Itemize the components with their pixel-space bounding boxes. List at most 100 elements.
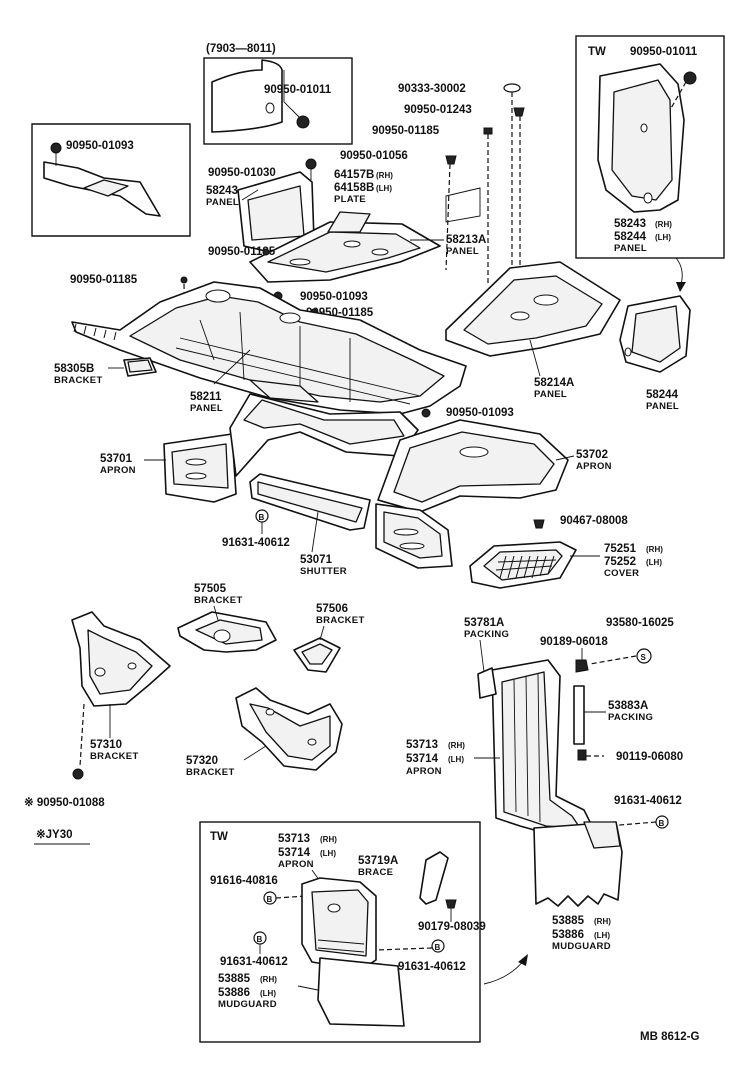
svg-text:B: B (257, 935, 263, 944)
clip-icon (296, 115, 310, 129)
part-58214A-panel (445, 261, 621, 357)
svg-text:BRACKET: BRACKET (316, 615, 365, 626)
label-90950-01093-c: 90950-01093 (446, 407, 514, 419)
label-90333-30002: 90333-30002 (398, 83, 466, 95)
label-90950-01030: 90950-01030 (208, 167, 276, 179)
svg-text:BRACKET: BRACKET (186, 767, 235, 778)
inset-range-label: (7903—8011) (206, 43, 276, 55)
part-75251-cover (469, 541, 577, 589)
label-tw2-90179-08039: 90179-08039 (418, 921, 486, 933)
label-90950-01088: ※ 90950-01088 (24, 796, 105, 809)
label-90950-01093-inset: 90950-01093 (66, 140, 134, 152)
part-58244-panel (619, 295, 691, 373)
svg-text:PANEL: PANEL (446, 246, 479, 257)
label-53885: 53885 (552, 915, 585, 927)
label-75252: 75252 (604, 556, 636, 568)
label-90950-01185-a: 90950-01185 (372, 125, 440, 137)
svg-text:(LH): (LH) (594, 931, 610, 940)
svg-text:PANEL: PANEL (206, 197, 239, 208)
svg-text:PANEL: PANEL (646, 401, 679, 412)
svg-text:(RH): (RH) (448, 741, 465, 750)
svg-text:(RH): (RH) (320, 835, 337, 844)
part-53071-shutter (249, 473, 371, 531)
inset-tw-mudguard: TW 53713 (RH) 53714 (LH) APRON 53719A BR… (199, 821, 486, 1043)
tw2-arrow (483, 959, 525, 985)
svg-text:BRACKET: BRACKET (90, 751, 139, 762)
label-64157B: 64157B (334, 169, 374, 181)
clip-b-91631-b: B (655, 815, 669, 829)
label-58211: 58211 (190, 391, 222, 403)
part-53701-apron (163, 393, 419, 503)
label-91631-40612-b: 91631-40612 (614, 795, 682, 807)
tw-label-1: TW (588, 46, 606, 58)
label-90467-08008: 90467-08008 (560, 515, 628, 527)
label-58244: 58244 (646, 389, 679, 401)
svg-text:APRON: APRON (576, 461, 612, 472)
inset-tw-panel: TW 90950-01011 58243 (RH) 58244 (LH) PAN… (575, 35, 725, 259)
part-58305B-bracket (123, 357, 157, 377)
label-64158B: 64158B (334, 182, 374, 194)
part-58213A-panel (249, 211, 441, 283)
inset-bracket-detail: 90950-01093 (31, 123, 191, 237)
label-53071: 53071 (300, 554, 333, 566)
svg-text:(LH): (LH) (655, 233, 671, 242)
svg-text:MUDGUARD: MUDGUARD (552, 941, 611, 952)
nut-90950-01088-icon (72, 768, 84, 780)
svg-text:BRACKET: BRACKET (54, 375, 103, 386)
part-53713-apron (477, 659, 601, 843)
svg-text:BRACKET: BRACKET (194, 595, 243, 606)
label-90950-01093-b: 90950-01093 (300, 291, 368, 303)
label-91631-40612-a: 91631-40612 (222, 537, 290, 549)
part-58211-floor-panel (71, 281, 467, 415)
label-90950-01185-c: 90950-01185 (70, 274, 138, 286)
svg-text:BRACE: BRACE (358, 867, 393, 878)
svg-text:COVER: COVER (604, 568, 639, 579)
part-53883A-packing (573, 685, 585, 745)
svg-text:(RH): (RH) (646, 545, 663, 554)
part-53885-mudguard (533, 821, 623, 907)
label-tw2-53714: 53714 (278, 847, 311, 859)
label-90950-01056: 90950-01056 (340, 150, 408, 162)
label-53883A: 53883A (608, 700, 648, 712)
svg-text:PLATE: PLATE (334, 194, 366, 205)
tw-label-2: TW (210, 831, 228, 843)
svg-text:(LH): (LH) (448, 755, 464, 764)
inset-7903-8011: (7903—8011) 90950-01011 (203, 43, 353, 145)
jy30-note: ※JY30 (36, 828, 73, 841)
label-57310: 57310 (90, 739, 122, 751)
label-53886: 53886 (552, 929, 584, 941)
label-93580-16025: 93580-16025 (606, 617, 674, 629)
svg-text:(LH): (LH) (320, 849, 336, 858)
svg-text:APRON: APRON (278, 859, 314, 870)
svg-text:(RH): (RH) (376, 171, 393, 180)
label-58214A: 58214A (534, 377, 574, 389)
diagram-code: MB 8612-G (640, 1031, 699, 1043)
label-57506: 57506 (316, 603, 348, 615)
label-90950-01011-top: 90950-01011 (264, 84, 332, 96)
label-58305B: 58305B (54, 363, 94, 375)
svg-text:(LH): (LH) (260, 989, 276, 998)
svg-text:(RH): (RH) (594, 917, 611, 926)
label-57505: 57505 (194, 583, 227, 595)
label-90189-06018: 90189-06018 (540, 636, 608, 648)
svg-text:B: B (259, 513, 265, 522)
svg-text:B: B (267, 895, 273, 904)
svg-text:PANEL: PANEL (614, 243, 647, 254)
label-tw2-91631-40612-b: 91631-40612 (398, 961, 466, 973)
svg-text:PANEL: PANEL (534, 389, 567, 400)
label-tw2-53713: 53713 (278, 833, 310, 845)
tw-clip-icon (683, 71, 697, 85)
svg-text:APRON: APRON (100, 465, 136, 476)
hardware-top-right (445, 83, 525, 286)
label-53713: 53713 (406, 739, 438, 751)
label-53714: 53714 (406, 753, 439, 765)
label-tw2-53885: 53885 (218, 973, 251, 985)
part-57310-bracket (71, 611, 171, 767)
label-90950-01243: 90950-01243 (404, 104, 472, 116)
svg-text:PACKING: PACKING (464, 629, 509, 640)
part-58243-panel (237, 158, 317, 253)
label-90119-06080: 90119-06080 (616, 751, 683, 763)
svg-text:APRON: APRON (406, 766, 442, 777)
brace-53719A (419, 851, 449, 905)
